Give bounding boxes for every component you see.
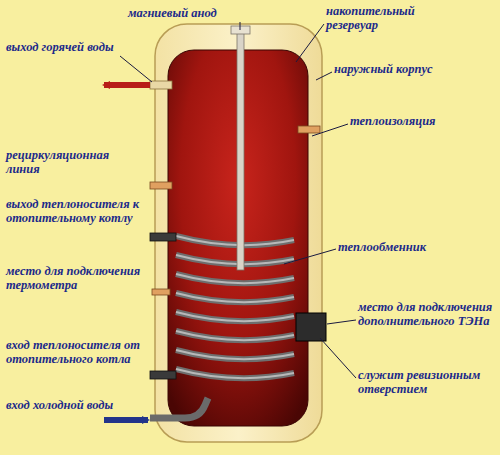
part-label: место для подключения термометра	[6, 264, 144, 292]
leader-line	[316, 72, 332, 80]
coil-highlight	[176, 255, 294, 264]
coil-highlight	[176, 274, 294, 283]
part-label: место для подключения дополнительного ТЭ…	[358, 300, 496, 328]
heater-flange	[296, 313, 326, 341]
heat-exchanger-coil	[176, 236, 294, 378]
magnesium-anode	[237, 30, 244, 270]
coil-highlight	[176, 236, 294, 245]
part-label: вход холодной воды	[6, 398, 144, 412]
coil-highlight	[176, 350, 294, 359]
leader-line	[296, 24, 324, 62]
part-label: теплоизоляция	[350, 114, 490, 128]
part-label: магниевый анод	[128, 6, 240, 20]
leader-line	[312, 124, 348, 136]
coil-turn	[176, 350, 294, 359]
coil-highlight	[176, 369, 294, 378]
part-label: рециркуляционная линия	[6, 148, 144, 176]
coolant-outlet-pipe	[150, 233, 176, 241]
coil-highlight	[176, 293, 294, 302]
part-label: выход теплоносителя к отопительному котл…	[6, 197, 144, 225]
coil-highlight	[176, 331, 294, 340]
part-label: теплообменник	[338, 240, 478, 254]
side-fitting	[298, 126, 320, 133]
leader-line	[327, 320, 356, 324]
thermometer-port	[152, 289, 170, 295]
hot-water-arrow	[104, 82, 150, 88]
leader-line	[320, 338, 356, 378]
coil-turn	[176, 312, 294, 321]
leader-line	[240, 22, 241, 30]
part-label: накопительный резервуар	[326, 4, 456, 32]
leader-line	[284, 249, 336, 264]
outer-casing	[155, 24, 322, 442]
part-label: выход горячей воды	[6, 40, 146, 54]
cold-water-pipe	[150, 398, 208, 418]
leader-lines	[120, 22, 356, 378]
hot-water-pipe	[150, 81, 172, 89]
coil-turn	[176, 331, 294, 340]
leader-line	[120, 56, 152, 82]
coil-turn	[176, 236, 294, 245]
coil-turn	[176, 274, 294, 283]
part-label: вход теплоносителя от отопительного котл…	[6, 338, 144, 366]
coil-turn	[176, 255, 294, 264]
cold-water-arrow	[104, 417, 148, 423]
part-label: служит ревизионным отверстием	[358, 368, 496, 396]
coil-turn	[176, 369, 294, 378]
part-label: наружный корпус	[334, 62, 474, 76]
recirculation-pipe	[150, 182, 172, 189]
coolant-inlet-pipe	[150, 371, 176, 379]
coil-highlight	[176, 312, 294, 321]
coil-turn	[176, 293, 294, 302]
